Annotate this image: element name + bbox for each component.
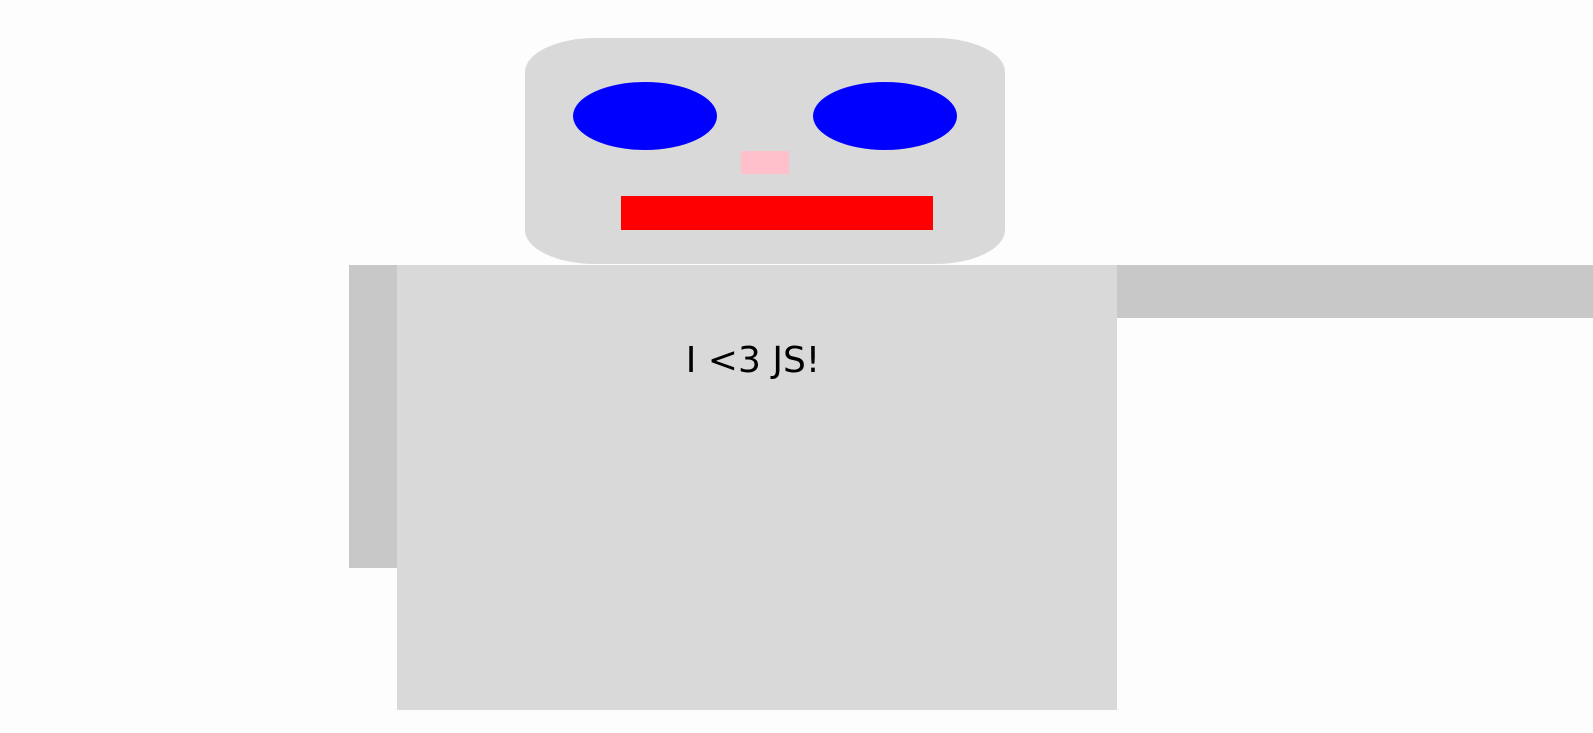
robot-nose [741,151,789,174]
robot-right-arm [1117,265,1593,318]
robot-head [525,38,1005,264]
robot-left-eye [573,82,717,150]
robot-mouth [621,196,933,230]
robot-body-text: I <3 JS! [685,340,821,381]
robot-left-arm [349,265,397,568]
robot-body: I <3 JS! [397,265,1117,710]
robot-right-eye [813,82,957,150]
